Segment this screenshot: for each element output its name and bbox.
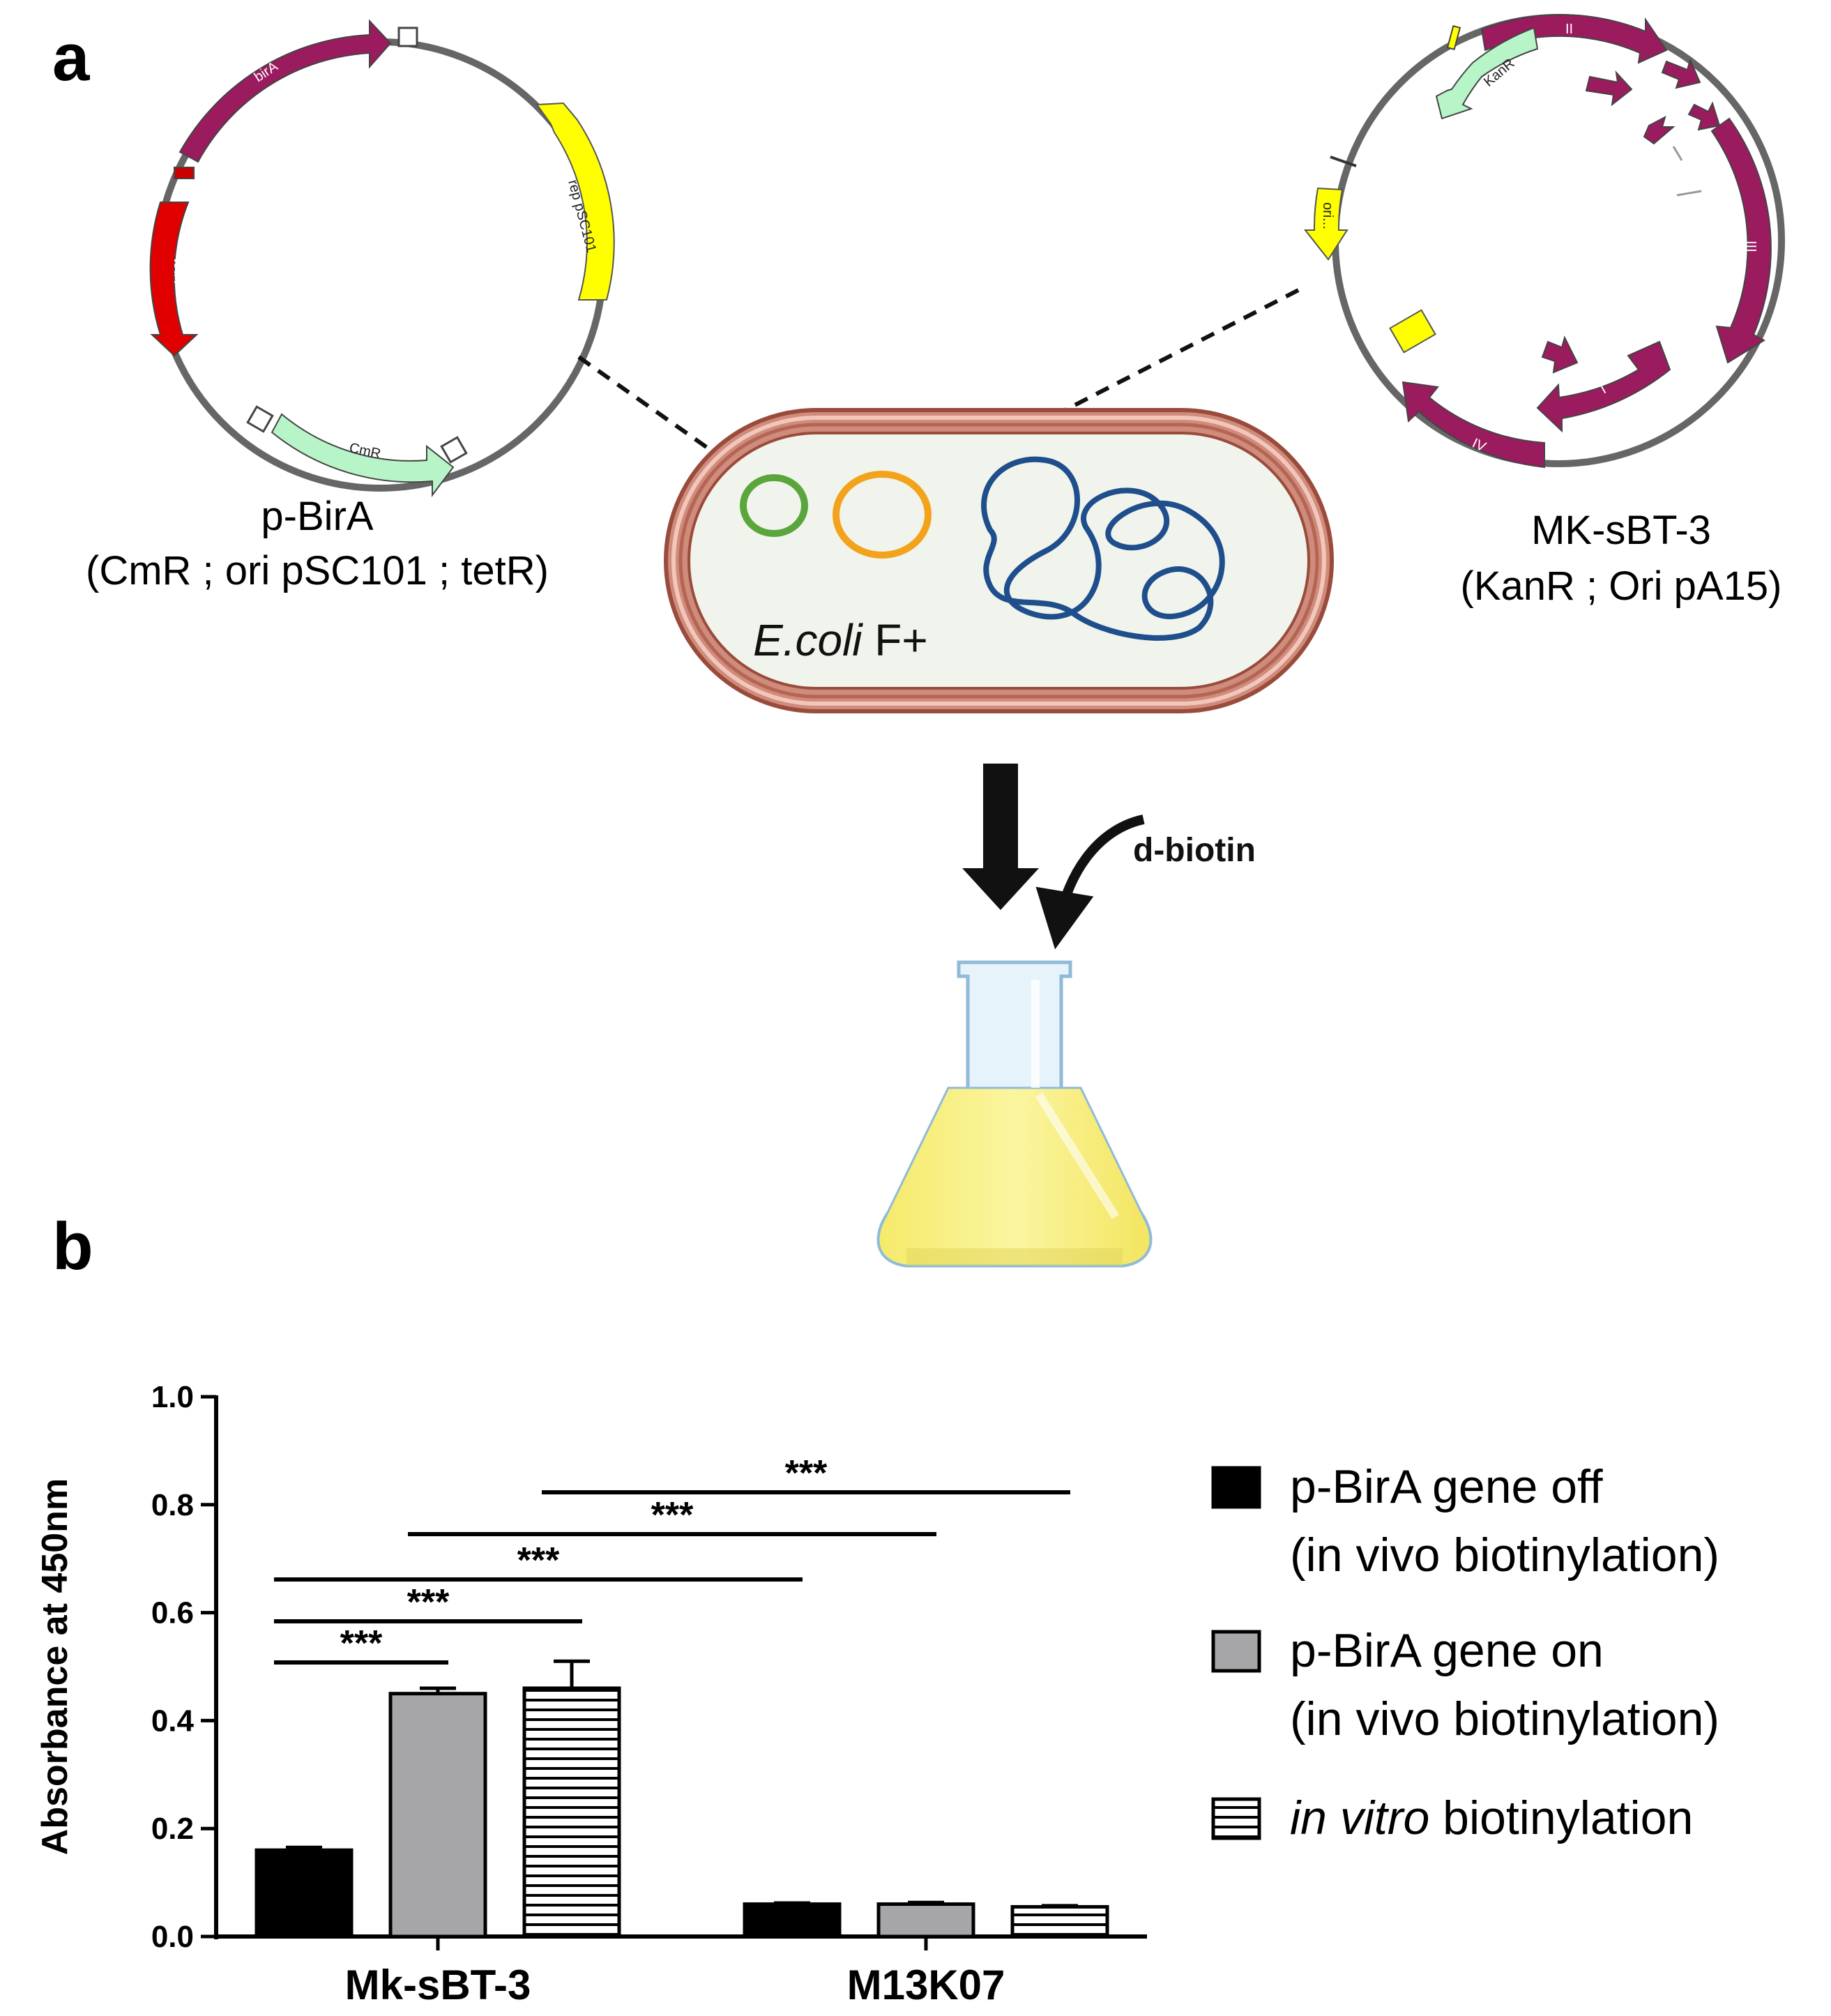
significance-label: ***: [517, 1540, 560, 1581]
bar: [388, 1692, 487, 1939]
y-tick-label: 0.8: [151, 1488, 194, 1522]
plasmid-left-details: (CmR ; ori pSC101 ; tetR): [86, 548, 549, 593]
chromosome: [981, 456, 1225, 641]
significance-label: ***: [651, 1495, 694, 1536]
additive-label: d-biotin: [1133, 832, 1256, 869]
legend-swatch: [1211, 1630, 1261, 1673]
legend-swatch: [1211, 1797, 1261, 1840]
gene-small-arrow: [1643, 116, 1676, 145]
gene-tetr: [149, 202, 199, 357]
y-tick-label: 0.0: [151, 1920, 194, 1954]
down-arrow-icon: [962, 764, 1039, 910]
y-tick-label: 0.4: [151, 1704, 195, 1738]
panel-a: a birA rep pSC101 tetR CmR p-BirA (CmR ;…: [52, 14, 1785, 1268]
panel-b-label: b: [52, 1209, 93, 1284]
plasmid-mk-sbt-3-map: II III IV I KanR ori...: [1303, 14, 1785, 469]
y-tick-label: 1.0: [151, 1380, 194, 1414]
plasmid-right-name: MK-sBT-3: [1531, 508, 1711, 553]
bar: [1010, 1904, 1109, 1939]
panel-a-label: a: [52, 20, 90, 95]
legend-label: in vitro biotinylation: [1290, 1791, 1693, 1844]
flask-icon: [876, 960, 1153, 1268]
y-tick-label: 0.6: [151, 1596, 194, 1630]
small-feature-box: [246, 405, 274, 433]
small-feature-yellow: [1446, 25, 1461, 50]
bar: [743, 1902, 842, 1939]
flask-liquid: [877, 1086, 1152, 1267]
plasmid-left-name: p-BirA: [261, 494, 373, 539]
small-feature-yellow-box: [1389, 309, 1436, 354]
plasmid-orange-circle: [833, 471, 932, 559]
plasmid-right-details: (KanR ; Ori pA15): [1461, 563, 1782, 609]
small-feature-box: [397, 26, 418, 47]
gene-label-iii: III: [1743, 241, 1758, 252]
significance-label: ***: [407, 1582, 450, 1623]
small-feature-line: [1676, 190, 1702, 197]
gene-ori: [1303, 187, 1348, 261]
y-tick-label: 0.2: [151, 1812, 194, 1846]
gene-bira: [178, 19, 392, 163]
gene-label-tetr: tetR: [171, 258, 186, 284]
legend-swatch: [1211, 1466, 1261, 1509]
cell-label: E.coli F+: [753, 615, 928, 665]
connector-left: [577, 355, 727, 462]
legend-label: (in vivo biotinylation): [1290, 1529, 1719, 1582]
ecoli-cell: E.coli F+: [664, 408, 1334, 713]
gene-small-arrow: [1585, 70, 1633, 107]
significance-label: ***: [340, 1623, 383, 1664]
gene-cmr: [271, 413, 455, 497]
plasmid-green-circle: [740, 474, 808, 537]
small-feature-line: [1672, 146, 1683, 161]
gene-kanr: [1435, 26, 1539, 120]
legend-label-rest: biotinylation: [1429, 1791, 1693, 1844]
gene-iii: [1710, 117, 1772, 364]
significance-label: ***: [785, 1453, 828, 1494]
legend-label: p-BirA gene on: [1290, 1624, 1604, 1677]
x-category-label: M13K07: [847, 1962, 1005, 2008]
legend-label: p-BirA gene off: [1290, 1460, 1603, 1513]
x-category-label: Mk-sBT-3: [345, 1962, 531, 2008]
gene-small-arrow: [1541, 335, 1579, 374]
legend-label-italic: in vitro: [1290, 1791, 1429, 1844]
gene-label-ii: II: [1565, 22, 1573, 37]
small-feature-red: [174, 167, 195, 179]
bar: [522, 1686, 621, 1939]
y-axis-title: Absorbance at 450nm: [35, 1478, 75, 1855]
gene-i: [1536, 340, 1671, 433]
small-feature-box: [440, 436, 468, 464]
cell-label-italic: E.coli: [753, 615, 863, 665]
curved-arrow-icon: [1035, 814, 1145, 950]
gene-small-arrow: [1687, 101, 1721, 131]
gene-iv: [1401, 381, 1545, 469]
gene-small-arrow: [1661, 58, 1701, 89]
bar: [254, 1848, 354, 1939]
gene-label-ori: ori...: [1320, 202, 1335, 229]
cell-label-rest: F+: [863, 615, 928, 665]
bar: [876, 1902, 975, 1939]
gene-rep-psc101: [535, 102, 615, 301]
legend-label: (in vivo biotinylation): [1290, 1692, 1719, 1745]
small-feature-tick: [1330, 156, 1357, 167]
plasmid-p-bira-map: birA rep pSC101 tetR CmR: [149, 19, 615, 497]
